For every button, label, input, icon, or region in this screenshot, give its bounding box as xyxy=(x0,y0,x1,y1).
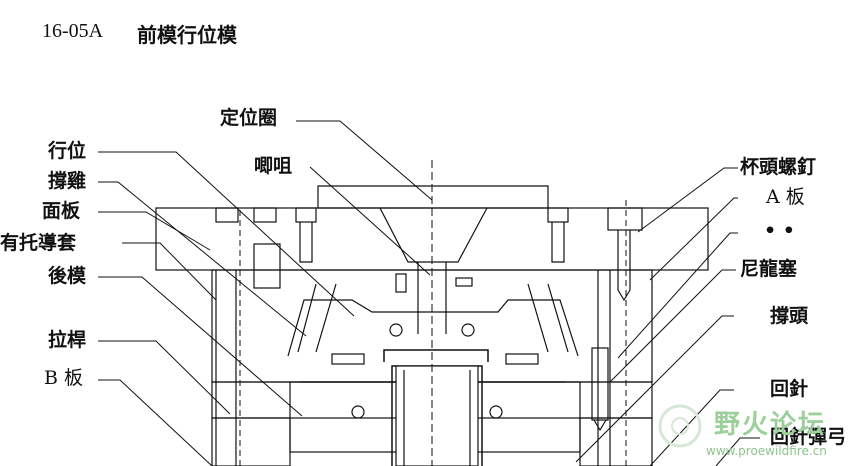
label-nozzle: 唧咀 xyxy=(254,155,293,177)
label-sprue-bushing: 定位圈 xyxy=(220,107,278,129)
left-slide xyxy=(297,283,337,353)
leader-nylon xyxy=(609,269,736,383)
watermark-url: www.proewildfire.cn xyxy=(706,444,827,458)
leader-cup-screw xyxy=(637,167,738,233)
label-dots: • • xyxy=(764,220,795,242)
label-a-plate: A 板 xyxy=(766,186,805,208)
label-cup-head-screw: 杯頭螺釘 xyxy=(740,156,817,178)
drawing-code: 16-05A xyxy=(42,20,104,42)
right-slide xyxy=(527,283,569,353)
leader-return-spring xyxy=(715,437,760,466)
sprue-bushing xyxy=(379,207,488,263)
leader-core-plate xyxy=(98,276,303,417)
leader-tie-rod xyxy=(98,340,231,415)
label-guided-bushing: 有托導套 xyxy=(0,232,77,254)
label-slide: 行位 xyxy=(48,140,87,162)
label-nylon-plug: 尼龍塞 xyxy=(740,258,798,280)
leader-support-head xyxy=(575,315,734,463)
leader-return-pin xyxy=(649,389,734,466)
leader-sprue xyxy=(296,120,433,201)
label-return-pin: 回針 xyxy=(770,378,809,400)
watermark-text: 野火论坛 xyxy=(714,410,827,440)
cavity-outline xyxy=(287,299,579,357)
leader-dots xyxy=(617,232,738,359)
label-return-pin-spring: 回針彈弓 xyxy=(770,426,847,448)
label-face-plate: 面板 xyxy=(42,200,81,222)
leader-b-plate xyxy=(98,379,213,466)
label-core-plate: 後模 xyxy=(48,265,87,287)
leader-support-chicken xyxy=(98,181,307,337)
drawing-title: 前模行位模 xyxy=(137,23,237,47)
label-support-chicken: 撐雞 xyxy=(48,170,87,192)
leader-slide xyxy=(98,151,355,317)
leader-a-plate xyxy=(649,197,738,281)
label-tie-rod: 拉桿 xyxy=(48,329,87,351)
label-b-plate: B 板 xyxy=(44,367,84,389)
watermark-logo-icon xyxy=(658,404,702,448)
leader-nozzle xyxy=(309,166,431,276)
label-support-head: 撐頭 xyxy=(770,305,809,327)
leader-guided-bushing xyxy=(122,242,217,301)
leader-face-plate xyxy=(98,211,211,251)
